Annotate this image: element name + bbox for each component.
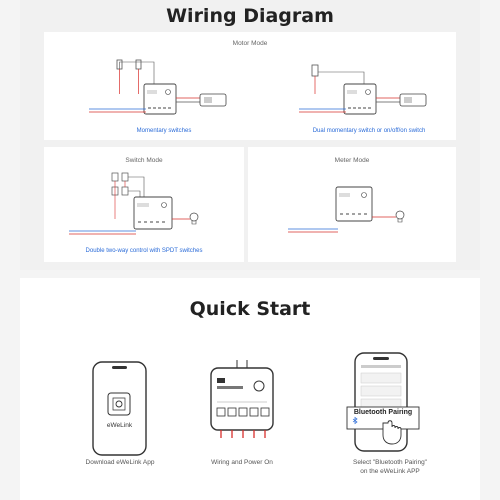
bluetooth-pairing-popup-title: Bluetooth Pairing [353,409,413,416]
relay-module-icon [143,83,177,115]
spdt-switch-icon [111,172,129,196]
motor-momentary-diagram [89,59,227,115]
motor-dual-switch-diagram [299,64,427,115]
motor-icon [399,93,427,107]
device-illustration [210,360,274,438]
meter-mode-diagram [288,186,405,233]
relay-module-icon [335,186,373,222]
switch-mode-caption: Double two-way control with SPDT switche… [85,248,203,254]
switch-mode-panel: Switch Mode [44,147,244,262]
relay-module-icon [343,83,377,115]
wiring-diagram-title: Wiring Diagram [166,5,334,27]
ewelink-logo-icon [107,392,131,416]
wiring-diagram-section: Wiring Diagram Motor Mode [20,0,480,270]
step-3-label-line1: Select "Bluetooth Pairing" [353,459,427,466]
meter-mode-panel: Meter Mode [248,147,456,262]
relay-module-icon [133,196,173,230]
section-divider [0,270,500,278]
dual-switch-icon [311,64,319,77]
motor-icon [199,93,227,107]
motor-mode-label: Motor Mode [232,40,268,47]
terminal-blocks-icon [216,407,270,417]
phone-app-name: eWeLink [106,422,133,429]
bluetooth-icon [352,416,358,425]
step-3-label-line2: on the eWeLink APP [360,468,420,475]
momentary-switch-icon [116,59,142,70]
switch-mode-diagram [69,172,199,235]
light-bulb-icon [395,210,405,223]
quick-start-title: Quick Start [189,298,311,320]
meter-mode-label: Meter Mode [334,157,370,164]
step-1-label: Download eWeLink App [85,459,155,466]
light-bulb-icon [189,212,199,225]
switch-mode-label: Switch Mode [125,157,163,164]
step-3-label: Select "Bluetooth Pairing" on the eWeLin… [335,458,445,476]
phone-app-illustration [92,361,147,456]
bluetooth-phone-illustration [346,352,420,452]
motor-right-caption: Dual momentary switch or on/off/on switc… [312,128,426,134]
step-2-label: Wiring and Power On [211,459,273,466]
motor-mode-panel: Motor Mode [44,32,456,140]
quick-start-section: Quick Start eWeLink Download eWeLink App [20,278,480,500]
motor-left-caption: Momentary switches [136,128,192,134]
hand-pointer-icon [382,420,402,445]
